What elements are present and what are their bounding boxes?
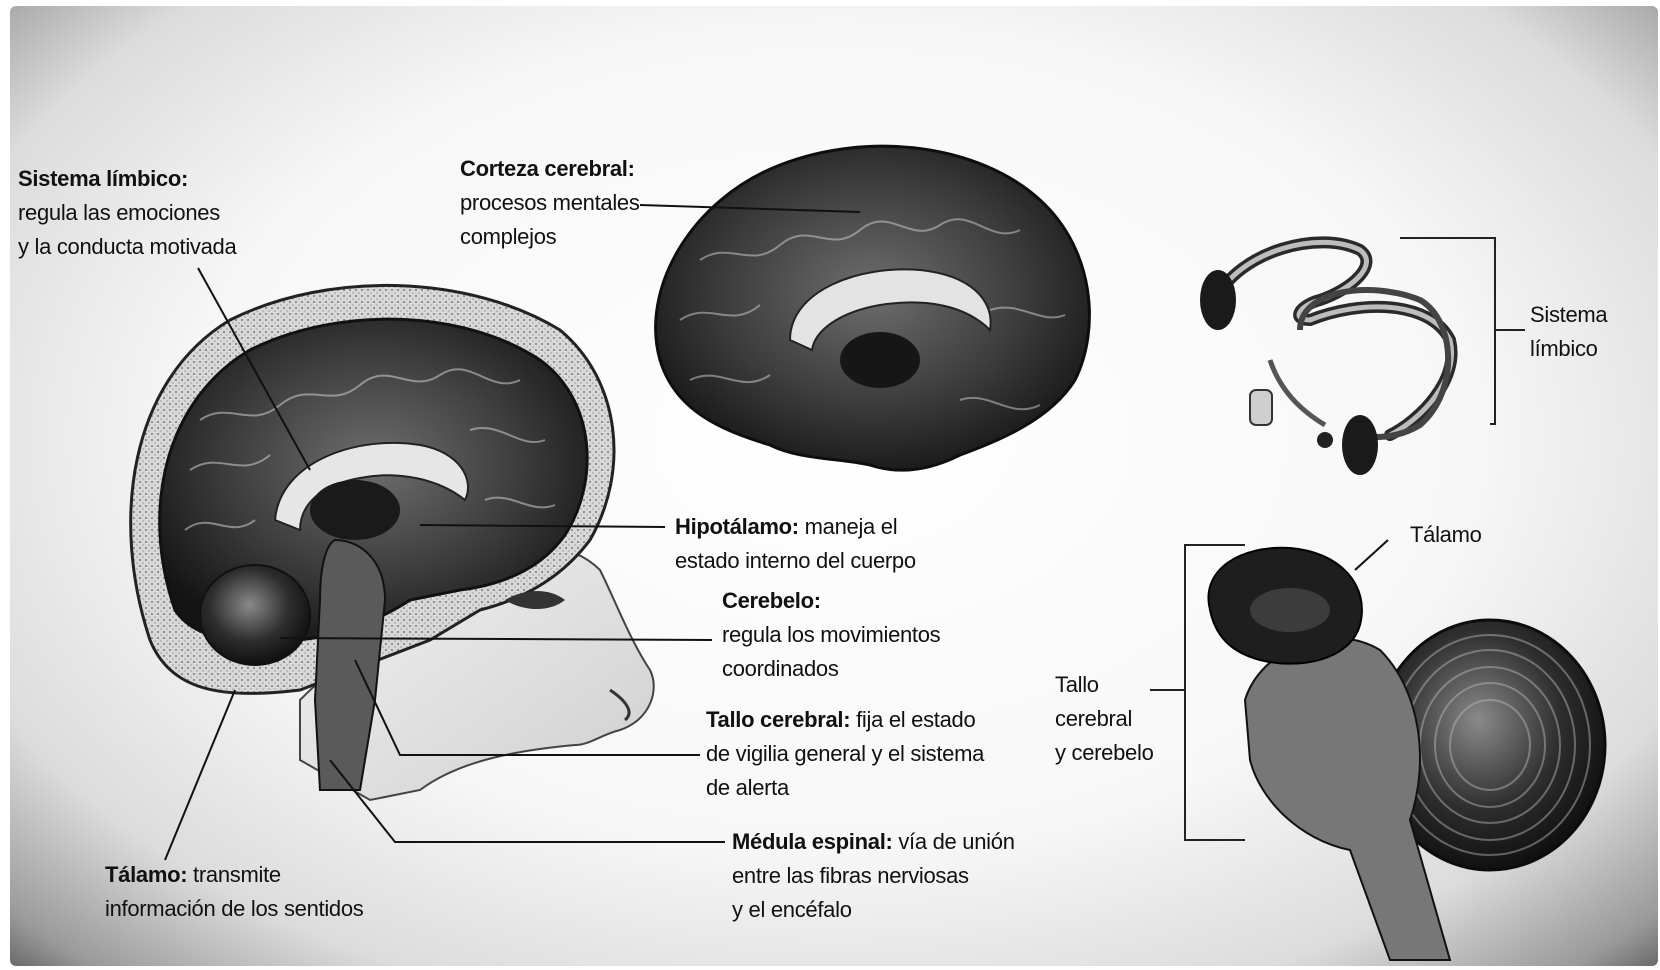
label-talamo-right: Tálamo bbox=[1410, 518, 1482, 552]
medula-text1: vía de unión bbox=[893, 829, 1015, 854]
limbic-bulb-right bbox=[1342, 415, 1378, 475]
cerebelo-title: Cerebelo: bbox=[722, 588, 821, 613]
hipotalamo-text1: maneja el bbox=[799, 514, 898, 539]
limbico-right-line1: Sistema bbox=[1530, 298, 1607, 332]
limbic-fragment bbox=[1250, 390, 1272, 425]
sistema-limbico-line1: regula las emociones bbox=[18, 196, 236, 230]
talamo-left-text1: transmite bbox=[187, 862, 281, 887]
tallo-text1: fija el estado bbox=[850, 707, 975, 732]
talamo-right-line1: Tálamo bbox=[1410, 518, 1482, 552]
sistema-limbico-line2: y la conducta motivada bbox=[18, 230, 236, 264]
label-hipotalamo: Hipotálamo: maneja el estado interno del… bbox=[675, 510, 916, 578]
tallo-cerebelo-line2: cerebral bbox=[1055, 702, 1154, 736]
label-tallo-cerebral: Tallo cerebral: fija el estado de vigili… bbox=[706, 703, 984, 805]
label-talamo-left: Tálamo: transmite información de los sen… bbox=[105, 858, 364, 926]
corteza-title: Corteza cerebral: bbox=[460, 156, 635, 181]
cerebelo-line2: coordinados bbox=[722, 652, 940, 686]
talamo-left-title: Tálamo: bbox=[105, 862, 187, 887]
limbic-fornix bbox=[1270, 360, 1325, 425]
corteza-line2: complejos bbox=[460, 220, 640, 254]
label-cerebelo: Cerebelo: regula los movimientos coordin… bbox=[722, 584, 940, 686]
cerebelo-line1: regula los movimientos bbox=[722, 618, 940, 652]
label-medula-espinal: Médula espinal: vía de unión entre las f… bbox=[732, 825, 1015, 927]
tallo-cerebelo-line3: y cerebelo bbox=[1055, 736, 1154, 770]
cortex-brain bbox=[656, 146, 1090, 470]
thalamus-section bbox=[310, 480, 400, 540]
tallo-line2: de vigilia general y el sistema bbox=[706, 737, 984, 771]
tallo-cerebelo-line1: Tallo bbox=[1055, 668, 1154, 702]
cerebellum-section bbox=[200, 565, 310, 665]
limbico-right-line2: límbico bbox=[1530, 332, 1607, 366]
hipotalamo-line2: estado interno del cuerpo bbox=[675, 544, 916, 578]
hipotalamo-title: Hipotálamo: bbox=[675, 514, 799, 539]
limbic-bulb-left bbox=[1200, 270, 1236, 330]
head-section-illustration bbox=[131, 285, 654, 800]
tallo-line3: de alerta bbox=[706, 771, 984, 805]
label-tallo-cerebelo-right: Tallo cerebral y cerebelo bbox=[1055, 668, 1154, 770]
talamo-right-pointer bbox=[1355, 540, 1388, 570]
talamo-left-line2: información de los sentidos bbox=[105, 892, 364, 926]
label-sistema-limbico-right: Sistema límbico bbox=[1530, 298, 1607, 366]
limbic-system-illustration bbox=[1200, 238, 1525, 475]
cortex-illustration bbox=[656, 146, 1090, 470]
label-corteza-cerebral: Corteza cerebral: procesos mentales comp… bbox=[460, 152, 640, 254]
corteza-line1: procesos mentales bbox=[460, 186, 640, 220]
label-sistema-limbico: Sistema límbico: regula las emociones y … bbox=[18, 162, 236, 264]
sistema-limbico-title: Sistema límbico: bbox=[18, 166, 188, 191]
medula-line2: entre las fibras nerviosas bbox=[732, 859, 1015, 893]
brainstem-cerebellum-illustration bbox=[1150, 540, 1605, 960]
tallo-title: Tallo cerebral: bbox=[706, 707, 850, 732]
talamo-left-leader bbox=[165, 690, 235, 860]
medula-title: Médula espinal: bbox=[732, 829, 893, 854]
medula-line3: y el encéfalo bbox=[732, 893, 1015, 927]
